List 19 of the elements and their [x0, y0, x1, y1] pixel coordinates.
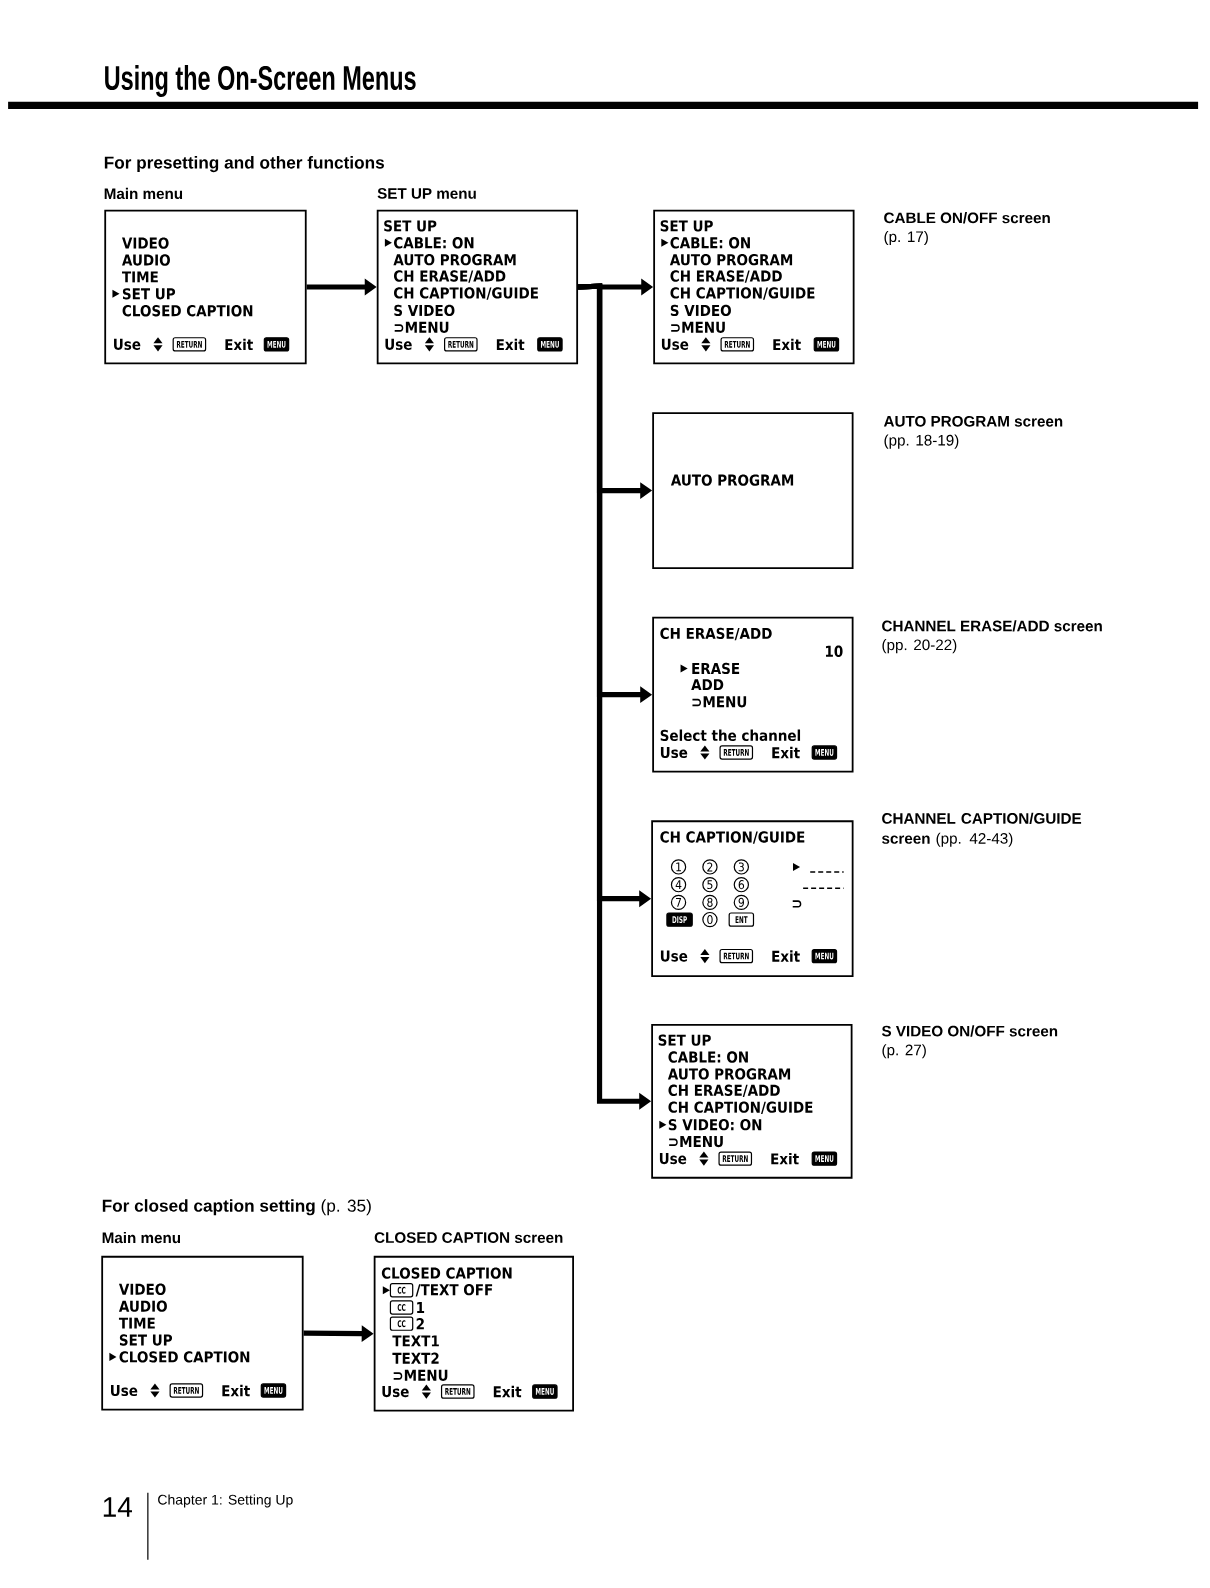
screen-caption: S VIDEO ON/OFF screen	[881, 1025, 1057, 1037]
section-heading: For closed caption setting (p. 35)	[102, 1199, 371, 1216]
screen-caption: (p. 17)	[884, 230, 928, 246]
menu-heading: Main menu	[104, 187, 182, 200]
screen-caption: CABLE ON/OFF screen	[884, 212, 1050, 224]
screen-caption: AUTO PROGRAM screen	[883, 415, 1063, 427]
page-title: Using the On-Screen Menus	[105, 65, 416, 97]
chapter-footer: Chapter 1: Setting Up	[158, 1494, 293, 1508]
menu-screen: AUTO PROGRAM	[652, 412, 854, 569]
screen-caption: CHANNEL CAPTION/GUIDE screen (pp. 42-43)	[881, 812, 1081, 847]
menu-heading: SET UP menu	[377, 188, 476, 199]
screen-caption: CHANNEL ERASE/ADD screen	[882, 620, 1102, 632]
menu-heading: CLOSED CAPTION screen	[374, 1232, 563, 1243]
screen-caption: (pp. 20-22)	[882, 639, 957, 654]
section-heading: For presetting and other functions	[104, 156, 384, 173]
page-number: 14	[103, 1497, 132, 1517]
screen-caption: (p. 27)	[882, 1044, 926, 1059]
screen-caption: (pp. 18-19)	[884, 434, 959, 449]
menu-heading: Main menu	[102, 1232, 180, 1244]
